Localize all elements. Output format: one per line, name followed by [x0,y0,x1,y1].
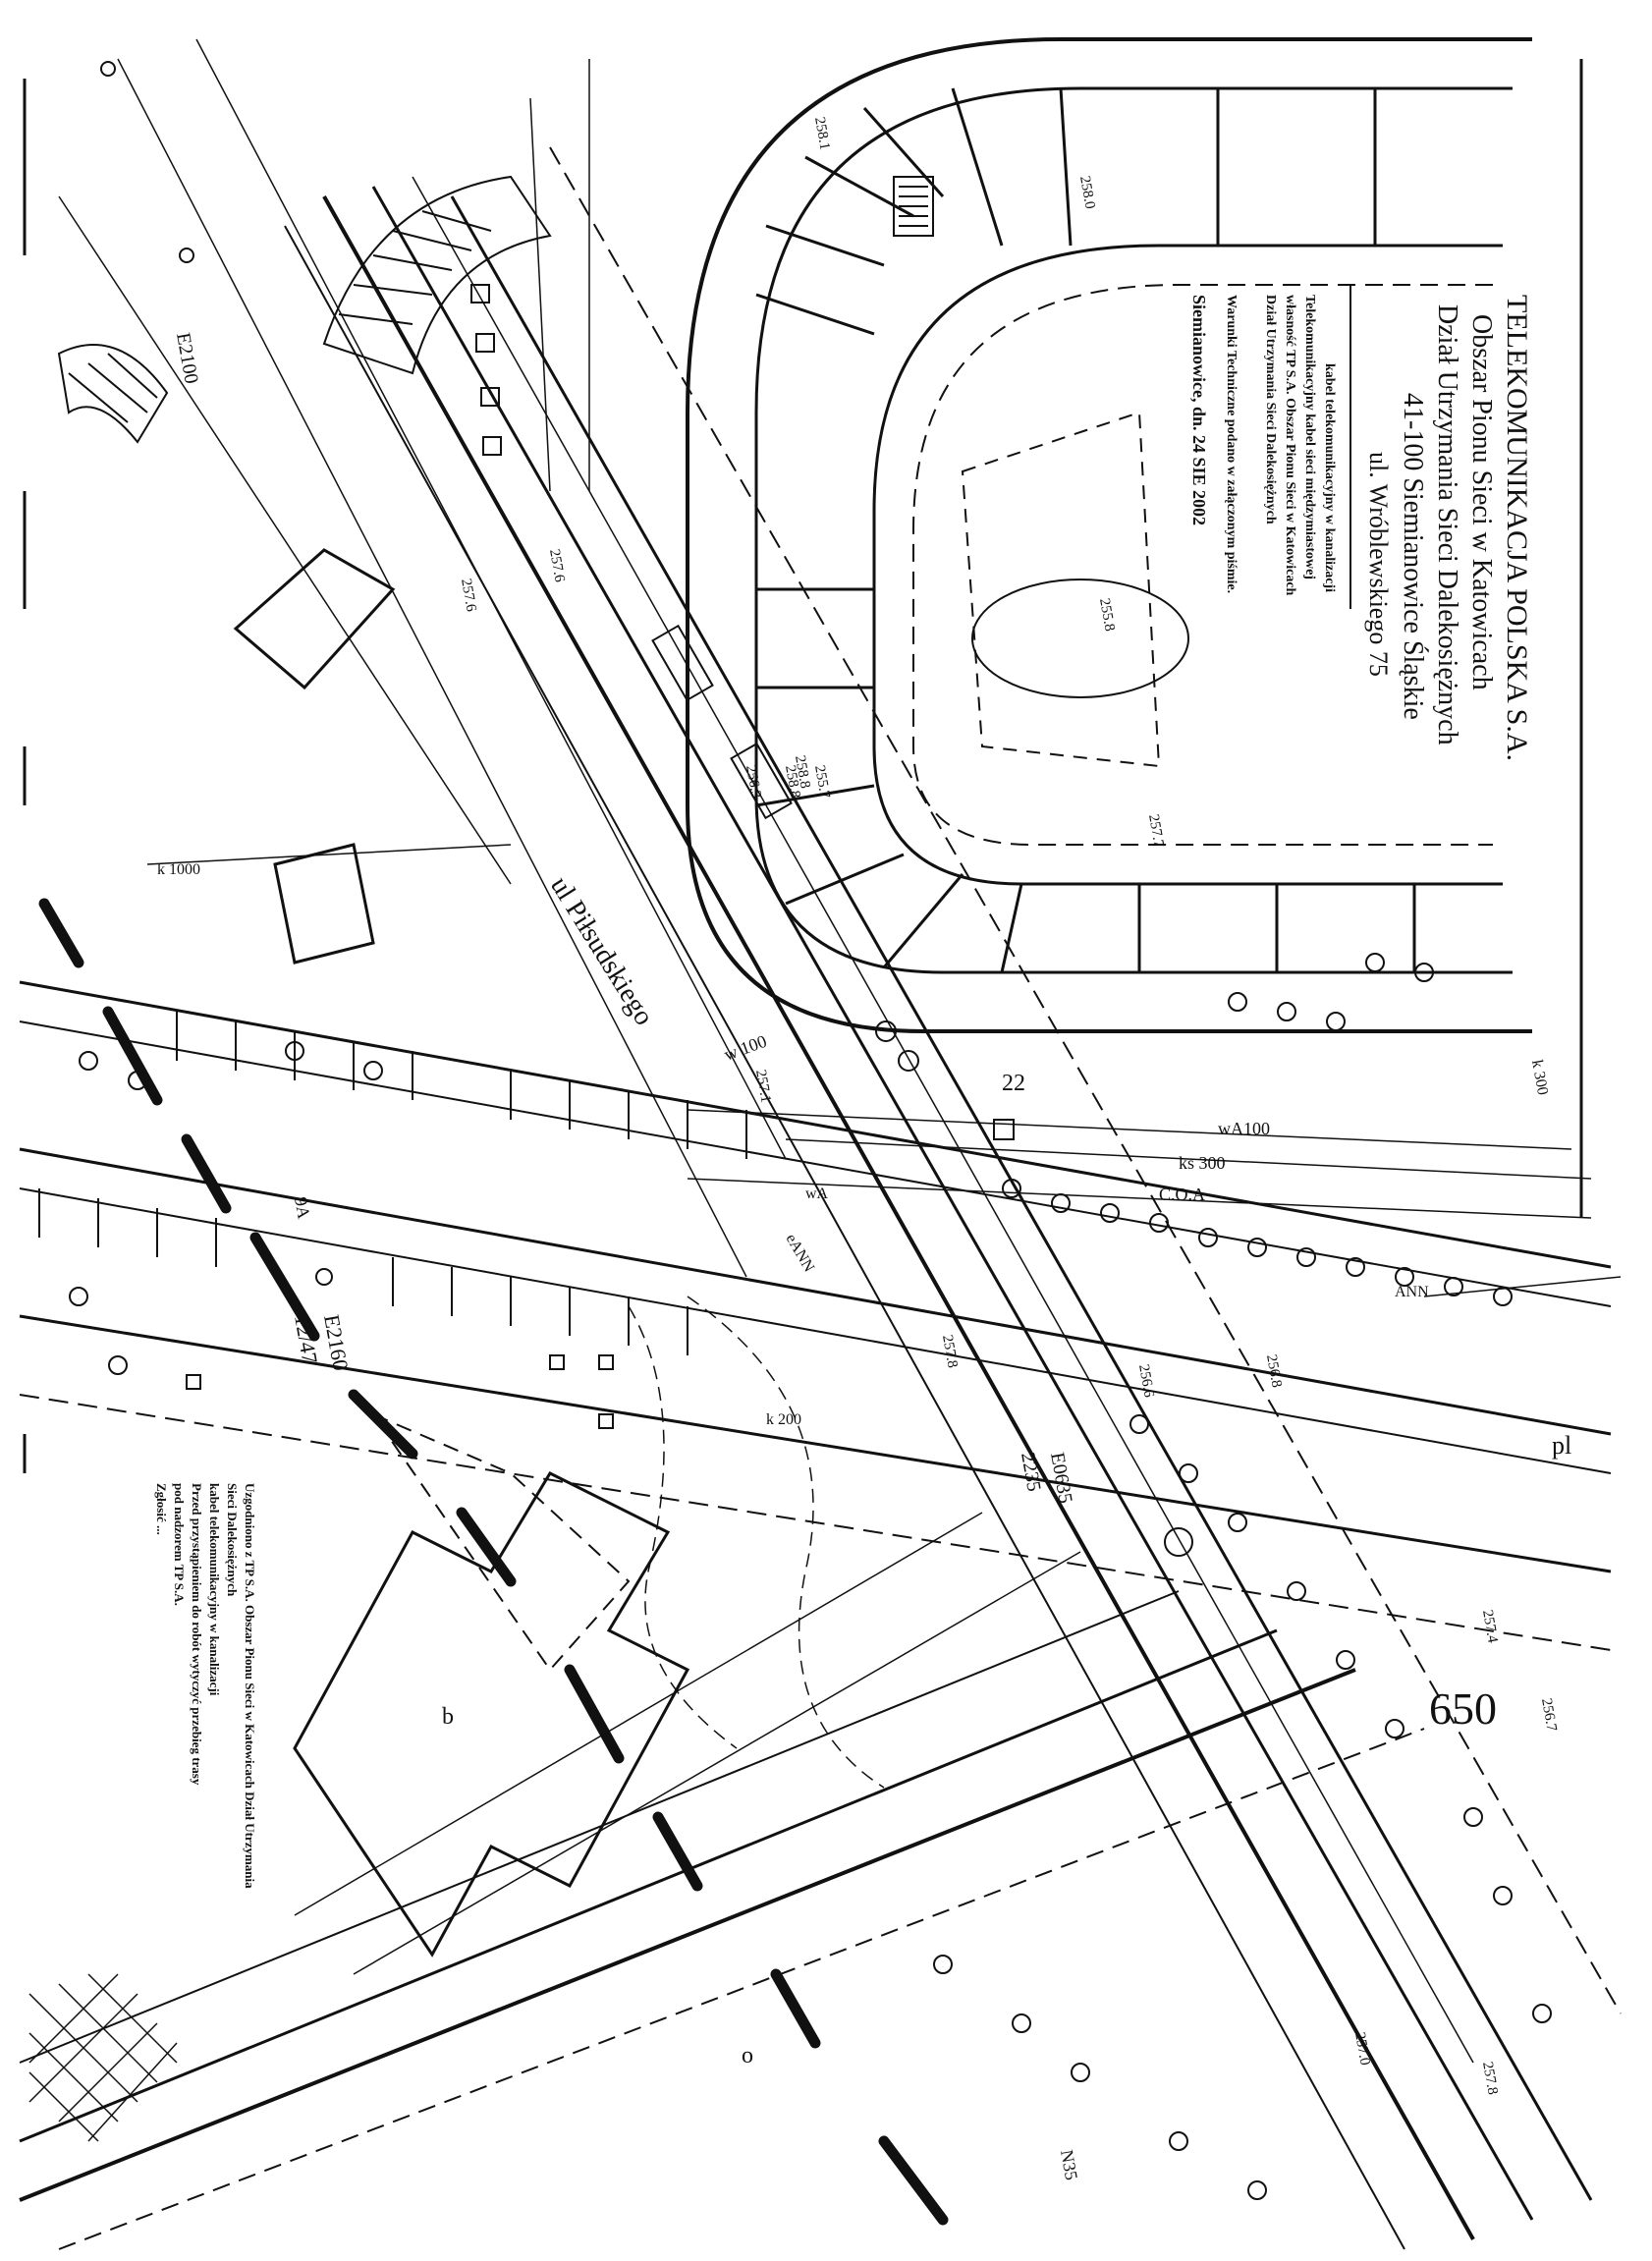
line-code-label: k 1000 [157,861,200,878]
stamp-top-line-4: ul. Wróblewskiego 75 [1364,452,1393,677]
stamp-top-line-1: Obszar Pionu Sieci w Katowicach [1466,314,1497,690]
page-number: 650 [1429,1683,1497,1734]
buildings [233,548,690,1958]
map-codes: E0635 2235 E2160 12/47 22 E2100 N35 pl b… [172,331,1571,2181]
elevation-labels: 257.1 257.8 256.6 256.8 257.6 256.3 258.… [458,116,1560,2096]
elevation-label: 255.8 [1096,597,1118,633]
elevation-label: 258.8 [792,754,813,790]
stamp-top-line-7: własność TP S.A. Obszar Pionu Sieci w Ka… [1283,295,1297,596]
stamp-top-line-2: Dział Utrzymania Sieci Dalekosiężnych [1432,304,1462,745]
cable-trench [38,898,949,2226]
line-code-label: wA100 [1218,1119,1270,1138]
elevation-label: 255.7 [811,764,833,800]
stamp-bottom-line-2: kabel telekomunikacyjny w kanalizacji [207,1483,222,1696]
stamp-bottom-line-4: pod nadzorem TP S.A. [172,1483,187,1606]
line-code-label: wA [805,1186,829,1202]
elevation-label: 258.8 [782,764,803,800]
elevation-label: 258.1 [811,116,833,151]
cable-lines [58,38,1622,1975]
stamp-bottom-line-0: Uzgodniono z TP S.A. Obszar Pionu Sieci … [243,1483,257,1889]
line-code-label: ks 300 [1179,1153,1226,1173]
elevation-label: 257.6 [458,578,479,614]
map-code-label: b [442,1704,454,1730]
map-code-label: o [742,2043,753,2068]
stamp-top-line-10: Siemianowice, dn. 24 SIE 2002 [1189,295,1209,525]
map-code-label: 22 [1002,1071,1025,1096]
stadium-outline [686,37,1532,1033]
stamp-bottom-line-3: Przed przystąpieniem do robót wytyczyć p… [190,1483,204,1786]
stamp-bottom-line-1: Sieci Dalekosiężnych [225,1483,240,1597]
elevation-label: 256.6 [1135,1363,1157,1400]
map-code-label: pl [1552,1431,1571,1460]
elevation-label: 257.1 [752,1069,774,1104]
elevation-label: 258.0 [1076,175,1098,210]
elevation-label: 257.8 [1479,2061,1501,2096]
cross-street-lines [19,980,1612,1651]
elevation-label: 257.4 [1479,1609,1501,1645]
stamp-top-line-9: Warunki Techniczne podano w załączonym p… [1224,295,1239,593]
stamp-top-line-0: TELEKOMUNIKACJA POLSKA S.A. [1501,295,1533,761]
stamp-top-line-3: 41-100 Siemianowice Śląskie [1398,393,1428,720]
line-code-label: k 300 [1528,1059,1551,1096]
elevation-label: 256.8 [1263,1353,1285,1389]
stamp-bottom: Uzgodniono z TP S.A. Obszar Pionu Sieci … [154,1483,257,1889]
elevation-label: 257.6 [546,548,568,584]
stairs-hatching [57,175,934,820]
line-code-label: k 200 [766,1411,801,1428]
elevation-label: 257.0 [1351,2031,1373,2067]
elevation-label: 257.8 [939,1334,961,1369]
elevation-label: 256.7 [1538,1697,1560,1734]
stamp-top-line-6: Telekomunikacyjny kabel sieci międzymias… [1302,295,1317,579]
line-code-labels: wA100 ks 300 C.O.A k 1000 ANN w 100 k 20… [157,861,1551,1428]
stamp-bottom-line-5: Zgłosić ... [154,1483,169,1535]
elevation-label: 256.3 [743,764,764,800]
line-code-label: C.O.A [1159,1185,1205,1204]
elevation-label: 257.7 [1145,813,1167,850]
line-code-label: ANN [1395,1284,1429,1300]
stamp-top: TELEKOMUNIKACJA POLSKA S.A. Obszar Pionu… [1189,285,1533,761]
stamp-top-line-8: Dział Utrzymania Sieci Dalekosiężnych [1263,295,1278,524]
edge-marks [23,59,1583,1473]
manhole-symbols [100,61,1193,1557]
line-code-label: 9A [291,1195,314,1220]
tree-symbols [69,953,1552,2200]
stamp-top-line-5: kabel telekomunikacyjny w kanalizacji [1322,363,1337,592]
lower-street-lines [19,1590,1425,2250]
